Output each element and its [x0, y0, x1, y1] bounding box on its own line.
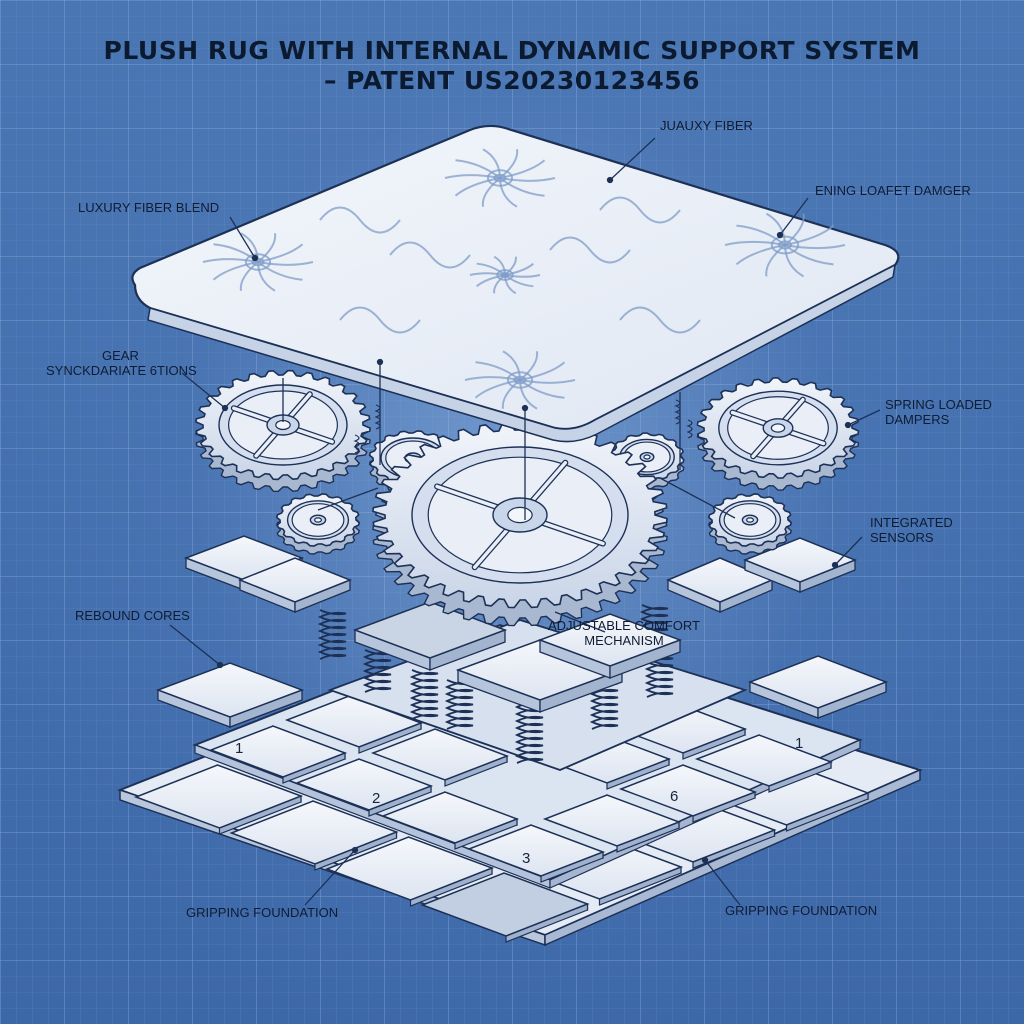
label-integrated-line1: INTEGRATED — [870, 515, 953, 530]
floral-motif — [469, 255, 541, 295]
label-integrated-line2: SENSORS — [870, 530, 934, 545]
label-adjustable-line2: MECHANISM — [584, 633, 664, 648]
upper-spring-layer — [155, 535, 889, 771]
leader-springs — [353, 399, 693, 454]
rebound-pad — [155, 662, 305, 728]
rebound-pad — [747, 655, 889, 719]
rebound-pad — [237, 557, 353, 613]
middle-tile — [542, 794, 682, 853]
foundation-tile — [229, 800, 399, 871]
label-adjustable-comfort: ADJUSTABLE COMFORT MECHANISM — [548, 618, 700, 648]
gear-small — [707, 493, 793, 555]
label-gear-line2: SYNCKDARIATE 6TIONS — [46, 363, 197, 378]
middle-tile — [466, 824, 606, 883]
label-spring-loaded-line2: DAMPERS — [885, 412, 950, 427]
layer-number-2: 2 — [372, 790, 381, 807]
floral-rug-pattern — [202, 148, 846, 410]
gear-large-left — [195, 369, 371, 493]
vine-scroll — [619, 306, 701, 334]
gear-large-right — [696, 377, 860, 491]
title-line-1: PLUSH RUG WITH INTERNAL DYNAMIC SUPPORT … — [103, 36, 921, 65]
leader-lines — [169, 137, 881, 906]
foundation-tile — [133, 764, 304, 835]
foundation-tile — [700, 761, 871, 832]
coil-spring — [362, 649, 392, 693]
label-ening-loafet-damger: ENING LOAFET DAMGER — [815, 183, 971, 198]
foundation-tile — [324, 836, 495, 907]
middle-tile — [694, 734, 834, 793]
vine-scroll — [339, 306, 421, 334]
layer-number-3: 3 — [522, 850, 531, 867]
plush-rug-top — [131, 124, 900, 443]
label-luxury-fiber: JUAUXY FIBER — [660, 118, 753, 133]
foundation-tile — [420, 872, 590, 943]
gear-small — [275, 493, 361, 555]
middle-tile — [618, 764, 758, 823]
vine-scroll — [549, 236, 631, 264]
label-luxury-fiber-blend: LUXURY FIBER BLEND — [78, 200, 220, 215]
coil-spring — [317, 609, 347, 660]
middle-tile — [208, 725, 348, 784]
title-line-2: – PATENT US20230123456 — [323, 66, 701, 95]
vine-scroll — [389, 241, 471, 269]
label-gear-line1: GEAR — [102, 348, 139, 363]
vine-scroll — [599, 196, 681, 224]
floral-motif — [464, 350, 576, 410]
middle-tile — [294, 758, 434, 817]
coil-spring — [409, 669, 439, 720]
label-spring-loaded-line1: SPRING LOADED — [885, 397, 992, 412]
layer-number-6: 6 — [670, 788, 679, 805]
gear-assembly — [195, 369, 860, 627]
middle-tile — [284, 695, 424, 754]
label-rebound-cores: REBOUND CORES — [75, 608, 190, 623]
label-gripping-foundation-left: GRIPPING FOUNDATION — [186, 905, 339, 920]
label-gripping-foundation-right: GRIPPING FOUNDATION — [725, 903, 878, 918]
label-spring-loaded-dampers: SPRING LOADED DAMPERS — [885, 397, 992, 427]
middle-tile — [370, 728, 510, 787]
vine-scroll — [319, 206, 401, 234]
floral-motif — [202, 232, 314, 292]
label-gear: GEAR SYNCKDARIATE 6TIONS — [46, 348, 197, 378]
layer-number-1-right: 1 — [795, 735, 804, 752]
coil-spring — [444, 679, 474, 730]
label-adjustable-line1: ADJUSTABLE COMFORT — [548, 618, 700, 633]
floral-motif — [724, 212, 846, 278]
adjustable-pad — [537, 613, 683, 679]
middle-tile — [380, 791, 520, 850]
layer-number-1-left: 1 — [235, 740, 244, 757]
floral-motif — [444, 148, 556, 208]
gear-central — [372, 421, 668, 627]
label-integrated-sensors: INTEGRATED SENSORS — [870, 515, 953, 545]
